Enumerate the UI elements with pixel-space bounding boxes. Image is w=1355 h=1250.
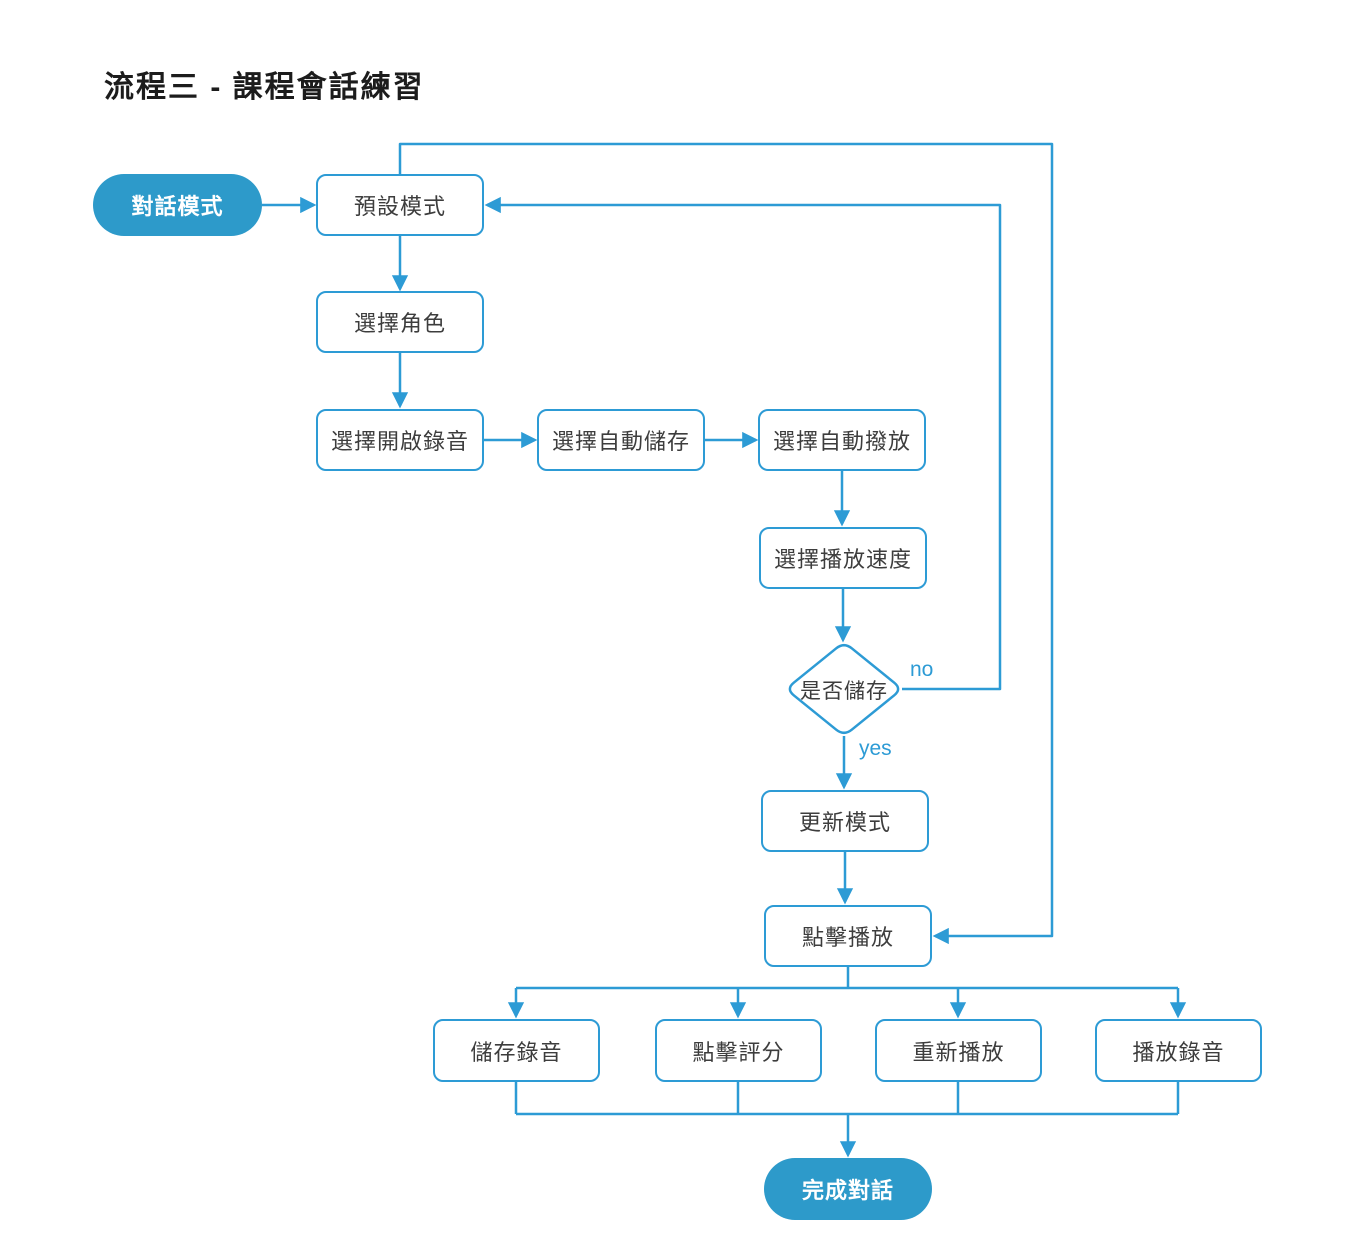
- edge-label-no: no: [910, 658, 934, 681]
- node-start-dialog-mode: 對話模式: [93, 174, 262, 236]
- edge-label-yes: yes: [859, 737, 892, 760]
- node-click-rating: 點擊評分: [655, 1019, 822, 1082]
- edge-default-mode-loop-to-click-play: [398, 142, 1054, 945]
- decision-diamond-shape: [788, 643, 900, 735]
- node-auto-save: 選擇自動儲存: [537, 409, 705, 471]
- node-update-mode: 更新模式: [761, 790, 929, 852]
- node-choose-role: 選擇角色: [316, 291, 484, 353]
- diagram-title: 流程三 - 課程會話練習: [104, 71, 425, 104]
- edge-decision-no-to-default-mode: [484, 196, 1002, 691]
- node-play-recording: 播放錄音: [1095, 1019, 1262, 1082]
- decision-save-label: 是否儲存: [800, 680, 888, 703]
- node-auto-play: 選擇自動撥放: [758, 409, 926, 471]
- node-playback-speed: 選擇播放速度: [759, 527, 927, 589]
- node-click-play: 點擊播放: [764, 905, 932, 967]
- node-end-complete-dialog: 完成對話: [764, 1158, 932, 1220]
- node-enable-recording: 選擇開啟錄音: [316, 409, 484, 471]
- node-save-recording: 儲存錄音: [433, 1019, 600, 1082]
- node-default-mode: 預設模式: [316, 174, 484, 236]
- node-replay: 重新播放: [875, 1019, 1042, 1082]
